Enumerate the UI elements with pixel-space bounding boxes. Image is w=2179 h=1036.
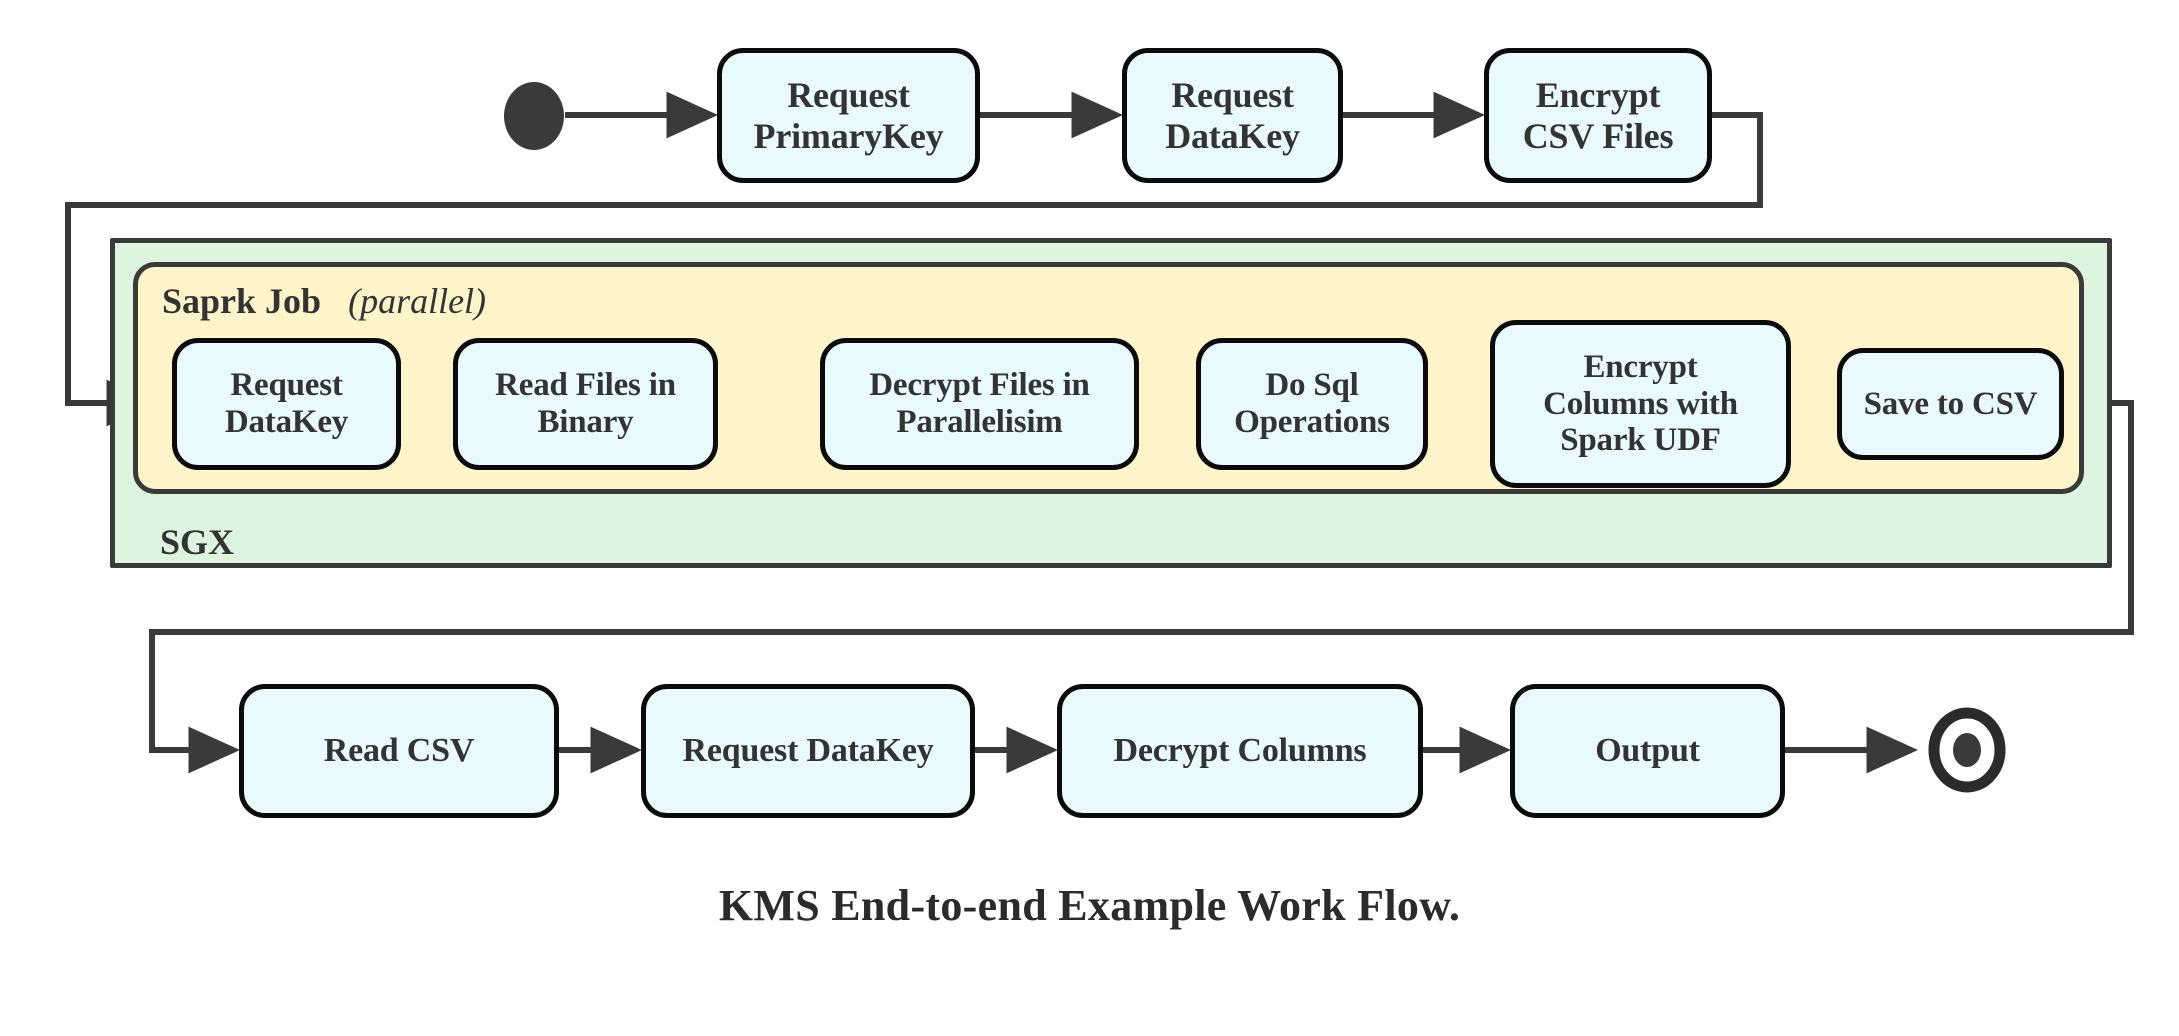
node-line: Columns with bbox=[1543, 385, 1738, 422]
node-decrypt-columns[interactable]: Decrypt Columns bbox=[1057, 684, 1423, 818]
node-request-primarykey[interactable]: Request PrimaryKey bbox=[717, 48, 980, 183]
spark-job-title: Saprk Job bbox=[162, 281, 340, 321]
node-line: Decrypt Files in bbox=[869, 367, 1090, 404]
node-line: Request bbox=[787, 75, 910, 116]
edge-save-csv-to-bottom-row bbox=[149, 400, 2134, 774]
node-encrypt-columns-with-spark-udf[interactable]: Encrypt Columns with Spark UDF bbox=[1490, 320, 1791, 488]
node-line: Do Sql bbox=[1265, 367, 1359, 404]
sgx-label: SGX bbox=[160, 522, 235, 562]
edge-encrypt-csv-to-spark-row bbox=[65, 112, 1763, 427]
node-line: Encrypt bbox=[1535, 75, 1661, 116]
node-line: Parallelisim bbox=[896, 404, 1063, 440]
start-node bbox=[504, 82, 564, 150]
node-read-files-in-binary[interactable]: Read Files in Binary bbox=[453, 338, 718, 470]
spark-job-label: Saprk Job (parallel) bbox=[162, 280, 486, 322]
node-line: Save to CSV bbox=[1863, 385, 2038, 422]
node-encrypt-csv-files[interactable]: Encrypt CSV Files bbox=[1484, 48, 1712, 183]
node-line: DataKey bbox=[224, 404, 349, 440]
node-line: Encrypt bbox=[1583, 348, 1698, 385]
node-line: Output bbox=[1595, 731, 1700, 769]
node-line: CSV Files bbox=[1522, 115, 1674, 156]
node-read-csv[interactable]: Read CSV bbox=[239, 684, 559, 818]
node-save-to-csv[interactable]: Save to CSV bbox=[1837, 348, 2064, 460]
node-line: DataKey bbox=[1165, 115, 1300, 156]
diagram-caption: KMS End-to-end Example Work Flow. bbox=[718, 881, 1461, 930]
node-output[interactable]: Output bbox=[1510, 684, 1785, 818]
node-line: Read CSV bbox=[323, 731, 475, 769]
end-node-core bbox=[1953, 733, 1981, 767]
node-line: Binary bbox=[537, 404, 634, 440]
node-line: PrimaryKey bbox=[753, 115, 944, 156]
node-request-datakey-bottom[interactable]: Request DataKey bbox=[641, 684, 975, 818]
node-line: Read Files in bbox=[495, 367, 676, 404]
node-decrypt-files-in-parallelisim[interactable]: Decrypt Files in Parallelisim bbox=[820, 338, 1139, 470]
node-request-datakey-spark[interactable]: Request DataKey bbox=[172, 338, 401, 470]
node-line: Decrypt Columns bbox=[1113, 731, 1367, 769]
node-do-sql-operations[interactable]: Do Sql Operations bbox=[1196, 338, 1428, 470]
node-line: Spark UDF bbox=[1560, 422, 1721, 459]
node-line: Operations bbox=[1234, 404, 1390, 440]
node-line: Request DataKey bbox=[682, 731, 934, 769]
node-request-datakey-top[interactable]: Request DataKey bbox=[1122, 48, 1343, 183]
node-line: Request bbox=[1171, 75, 1294, 116]
node-line: Request bbox=[230, 367, 343, 404]
spark-job-annotation: (parallel) bbox=[348, 281, 487, 321]
